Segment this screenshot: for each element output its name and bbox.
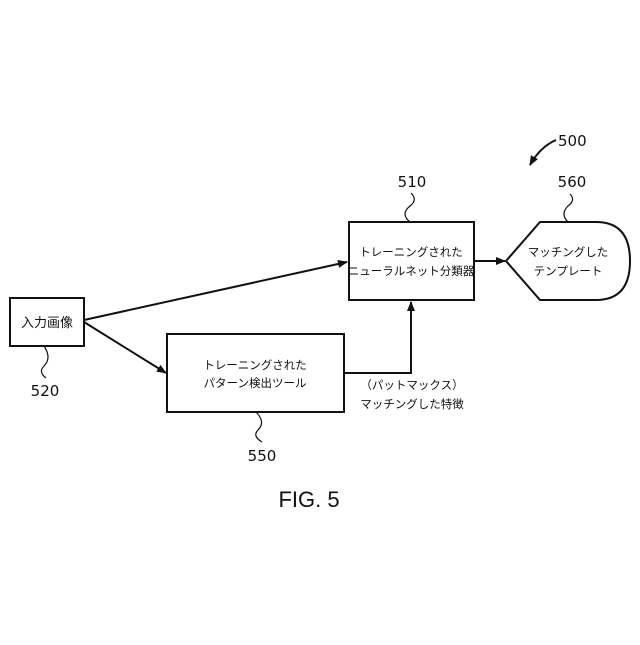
template-label-line2: テンプレート [534,264,603,278]
input-image-label: 入力画像 [21,316,73,331]
template-display-shape [506,222,630,300]
classifier-label-line2: ニューラルネット分類器 [348,264,475,278]
classifier-box [349,222,474,300]
arrow-input-to-pattern-tool [84,322,166,373]
pattern-tool-label-line2: パターン検出ツール [204,376,307,390]
pattern-tool-leader [256,412,262,442]
classifier-label-line1: トレーニングされた [359,245,463,259]
figure-ref-arrow [530,140,556,165]
pattern-tool-ref: 550 [248,447,277,465]
arrow-input-to-classifier [84,262,347,320]
arrow-pattern-tool-to-classifier [344,302,411,373]
figure-ref-number: 500 [558,132,587,150]
template-leader [564,194,573,222]
template-label-line1: マッチングした [528,245,609,259]
input-image-ref: 520 [31,382,60,400]
input-image-leader [41,346,48,378]
classifier-leader [405,193,414,222]
pattern-tool-label-line1: トレーニングされた [203,358,307,372]
edge-label-patmax-line2: マッチングした特徴 [360,397,464,411]
edge-label-patmax-line1: （パットマックス） [360,378,463,392]
pattern-tool-box [167,334,344,412]
figure-caption: FIG. 5 [278,487,339,512]
classifier-ref: 510 [398,173,427,191]
template-ref: 560 [558,173,587,191]
